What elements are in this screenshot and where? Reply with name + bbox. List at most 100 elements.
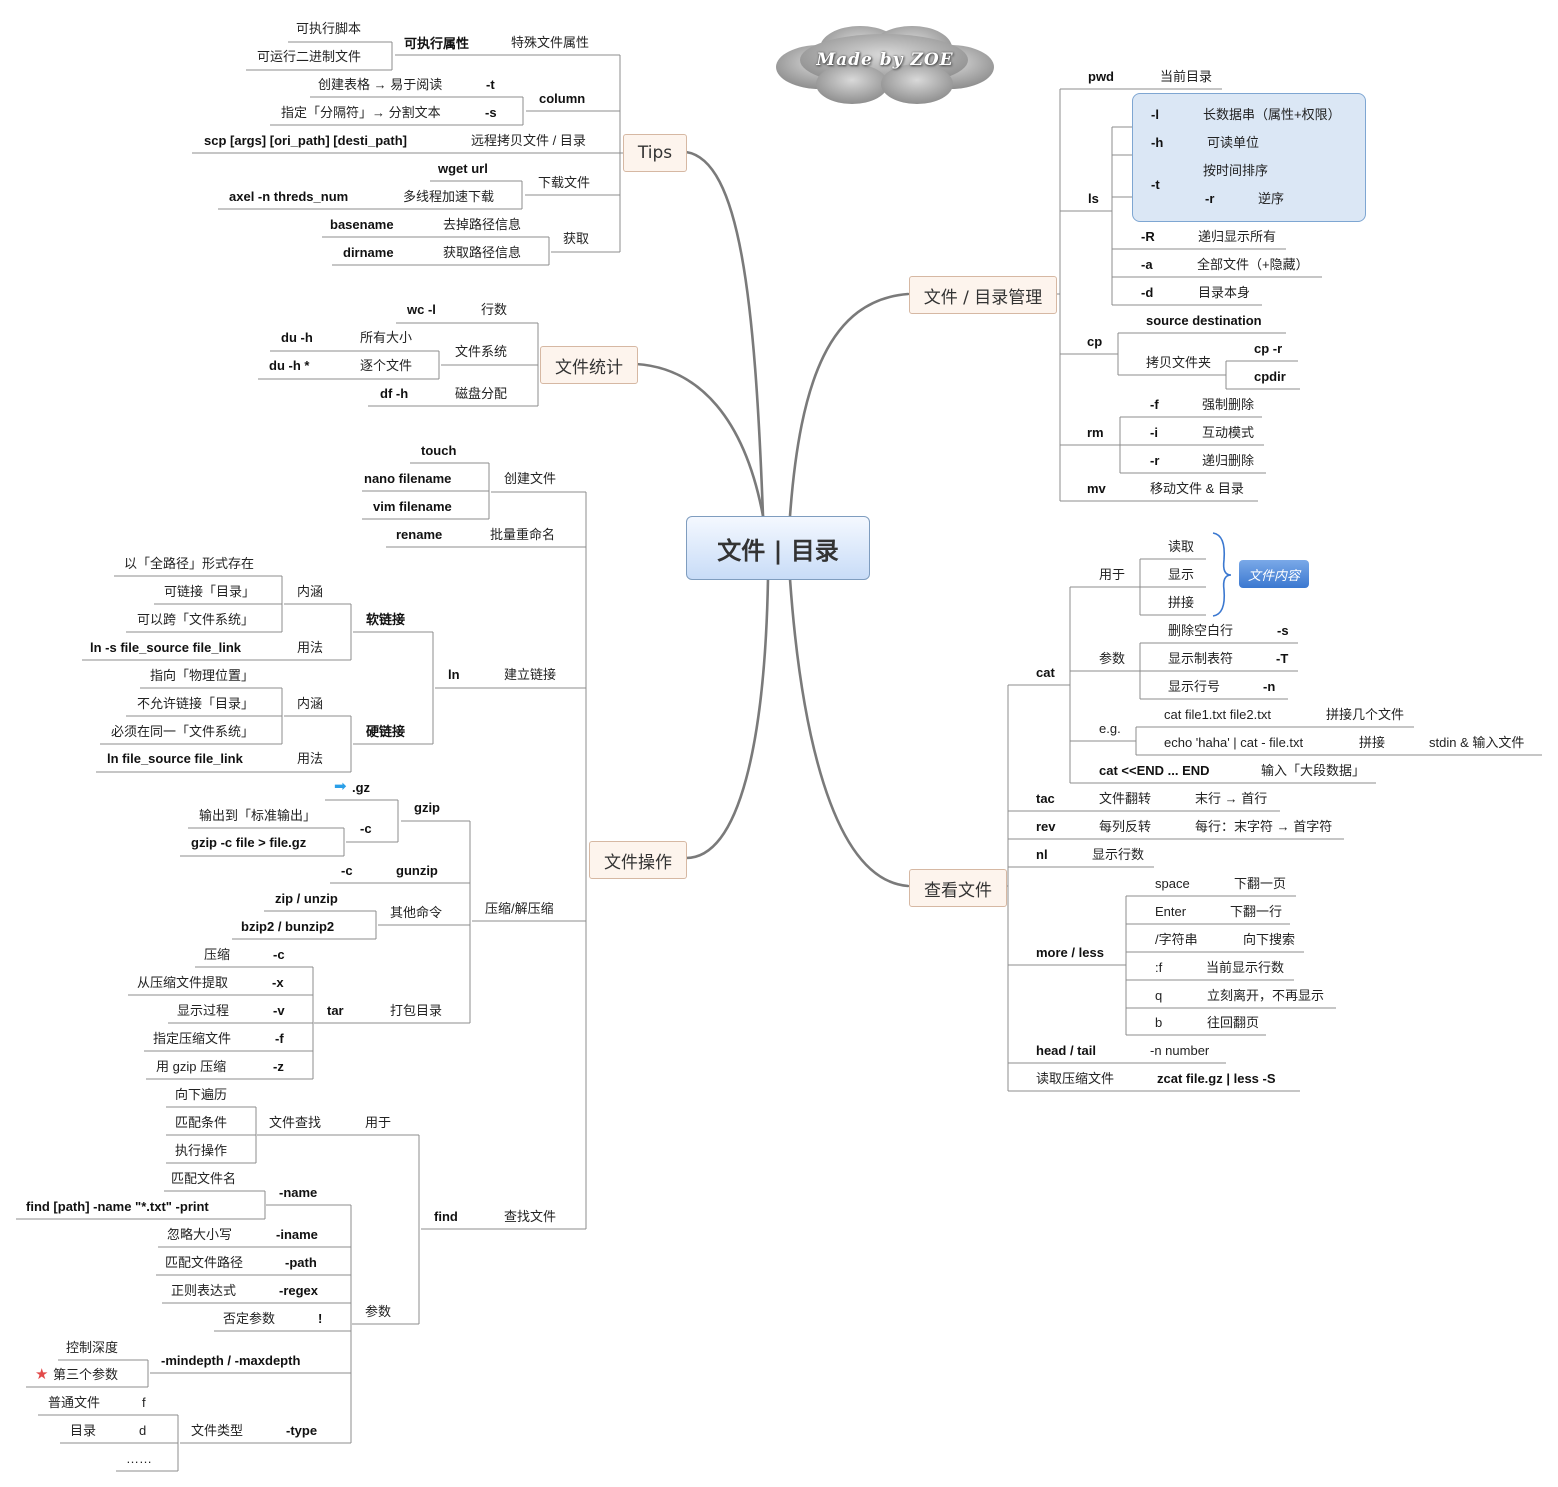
node-text: 用于 bbox=[365, 1115, 392, 1130]
topic-file-dir-management[interactable]: 文件 / 目录管理 bbox=[909, 276, 1057, 314]
node-text: 目录 bbox=[70, 1423, 97, 1438]
node-text: cat bbox=[1036, 665, 1055, 680]
node-text: 所有大小 bbox=[360, 330, 413, 345]
node-text: ln file_source file_link bbox=[107, 751, 243, 766]
node-text: 按时间排序 bbox=[1203, 163, 1269, 178]
node-text: 从压缩文件提取 bbox=[137, 975, 229, 990]
node-text: tar bbox=[327, 1003, 344, 1018]
topic-tips[interactable]: Tips bbox=[623, 134, 687, 172]
node-text: -T bbox=[1276, 651, 1289, 666]
node-text: 多线程加速下载 bbox=[403, 189, 495, 204]
node-text: scp [args] [ori_path] [desti_path] bbox=[204, 133, 407, 148]
node-text: 用于 bbox=[1099, 567, 1126, 582]
node-text: rename bbox=[396, 527, 443, 542]
node-text: vim filename bbox=[373, 499, 452, 514]
node-text: 下翻一行 bbox=[1230, 904, 1283, 919]
node-text: rm bbox=[1087, 425, 1104, 440]
node-text: 用法 bbox=[297, 751, 324, 766]
node-text: source destination bbox=[1146, 313, 1262, 328]
node-text: cat <<END ... END bbox=[1099, 763, 1210, 778]
node-text: 正则表达式 bbox=[171, 1283, 237, 1298]
node-text: 向下遍历 bbox=[175, 1087, 228, 1102]
node-text: find bbox=[434, 1209, 458, 1224]
node-text: axel -n threds_num bbox=[229, 189, 349, 204]
node-text: bzip2 / bunzip2 bbox=[241, 919, 335, 934]
node-text: 不允许链接「目录」 bbox=[137, 696, 255, 711]
node-text: 每列反转 bbox=[1099, 819, 1152, 834]
node-text: 文件翻转 bbox=[1099, 791, 1152, 806]
node-text: 内涵 bbox=[297, 696, 324, 711]
node-text: -r bbox=[1205, 191, 1215, 206]
node-text: ls bbox=[1088, 191, 1099, 206]
node-text: -l bbox=[1151, 107, 1159, 122]
node-text: 读取 bbox=[1168, 539, 1195, 554]
node-text: column bbox=[539, 91, 586, 106]
node-text: 创建文件 bbox=[504, 471, 557, 486]
node-text: -regex bbox=[279, 1283, 319, 1298]
node-text: -path bbox=[285, 1255, 317, 1270]
node-text: df -h bbox=[380, 386, 409, 401]
node-text: nano filename bbox=[364, 471, 452, 486]
node-text: -n number bbox=[1150, 1043, 1210, 1058]
node-text: 递归显示所有 bbox=[1198, 229, 1277, 244]
node-text: ! bbox=[318, 1311, 323, 1326]
ls-highlight-group bbox=[1132, 93, 1366, 222]
node-text: 获取路径信息 bbox=[443, 245, 522, 260]
node-text: 显示行号 bbox=[1168, 679, 1221, 694]
node-text: zip / unzip bbox=[275, 891, 338, 906]
node-text: 可运行二进制文件 bbox=[257, 49, 362, 64]
node-text: cp -r bbox=[1254, 341, 1283, 356]
file-content-badge[interactable]: 文件内容 bbox=[1239, 560, 1309, 588]
node-text: find [path] -name "*.txt" -print bbox=[26, 1199, 209, 1214]
node-text: dirname bbox=[343, 245, 394, 260]
node-text: -i bbox=[1150, 425, 1158, 440]
node-text: 拼接几个文件 bbox=[1326, 707, 1405, 722]
watermark-text: Made by ZOE bbox=[816, 50, 954, 70]
node-text: 忽略大小写 bbox=[167, 1227, 233, 1242]
node-text: -x bbox=[272, 975, 284, 990]
node-text: cpdir bbox=[1254, 369, 1286, 384]
node-text: …… bbox=[126, 1451, 152, 1466]
node-text: 普通文件 bbox=[48, 1395, 101, 1410]
node-text: 文件类型 bbox=[191, 1423, 244, 1438]
node-text: -c bbox=[360, 821, 372, 836]
topic-file-stats[interactable]: 文件统计 bbox=[540, 346, 638, 384]
node-text: 文件查找 bbox=[269, 1115, 322, 1130]
node-text: rev bbox=[1036, 819, 1056, 834]
central-topic[interactable]: 文件 | 目录 bbox=[686, 516, 870, 580]
star-icon: ★ bbox=[35, 1366, 49, 1383]
node-text: -t bbox=[486, 77, 495, 92]
node-text: 拼接 bbox=[1168, 595, 1195, 610]
node-text: 磁盘分配 bbox=[455, 386, 508, 401]
node-text: 可执行属性 bbox=[404, 36, 470, 51]
node-text: ln -s file_source file_link bbox=[90, 640, 241, 655]
node-text: 下翻一页 bbox=[1234, 876, 1287, 891]
node-text: 删除空白行 bbox=[1168, 623, 1234, 638]
node-text: b bbox=[1155, 1015, 1163, 1030]
node-text: 获取 bbox=[563, 231, 590, 246]
node-text: 强制删除 bbox=[1202, 397, 1255, 412]
node-text: echo 'haha' | cat - file.txt bbox=[1164, 735, 1304, 750]
node-text: 末行 → 首行 bbox=[1195, 791, 1268, 806]
node-text: cp bbox=[1087, 334, 1103, 349]
node-text: 下载文件 bbox=[538, 175, 591, 190]
node-text: pwd bbox=[1088, 69, 1114, 84]
node-text: 全部文件（+隐藏） bbox=[1197, 257, 1309, 272]
node-text: 控制深度 bbox=[66, 1340, 119, 1355]
node-text: :f bbox=[1155, 960, 1163, 975]
node-text: 指定「分隔符」→ 分割文本 bbox=[281, 105, 441, 120]
node-text: 目录本身 bbox=[1198, 285, 1251, 300]
cloud-watermark-shape bbox=[776, 26, 994, 104]
node-text: 显示过程 bbox=[177, 1003, 230, 1018]
node-text: 向下搜索 bbox=[1243, 932, 1296, 947]
node-text: -d bbox=[1141, 285, 1154, 300]
node-text: 拷贝文件夹 bbox=[1146, 355, 1212, 370]
node-text: -v bbox=[273, 1003, 285, 1018]
node-text: 递归删除 bbox=[1202, 453, 1255, 468]
node-text: 特殊文件属性 bbox=[511, 35, 590, 50]
node-text: -mindepth / -maxdepth bbox=[161, 1353, 301, 1368]
node-text: 行数 bbox=[481, 302, 508, 317]
topic-view-files[interactable]: 查看文件 bbox=[909, 869, 1007, 907]
topic-file-ops[interactable]: 文件操作 bbox=[589, 841, 687, 879]
node-text: 匹配条件 bbox=[175, 1115, 228, 1130]
